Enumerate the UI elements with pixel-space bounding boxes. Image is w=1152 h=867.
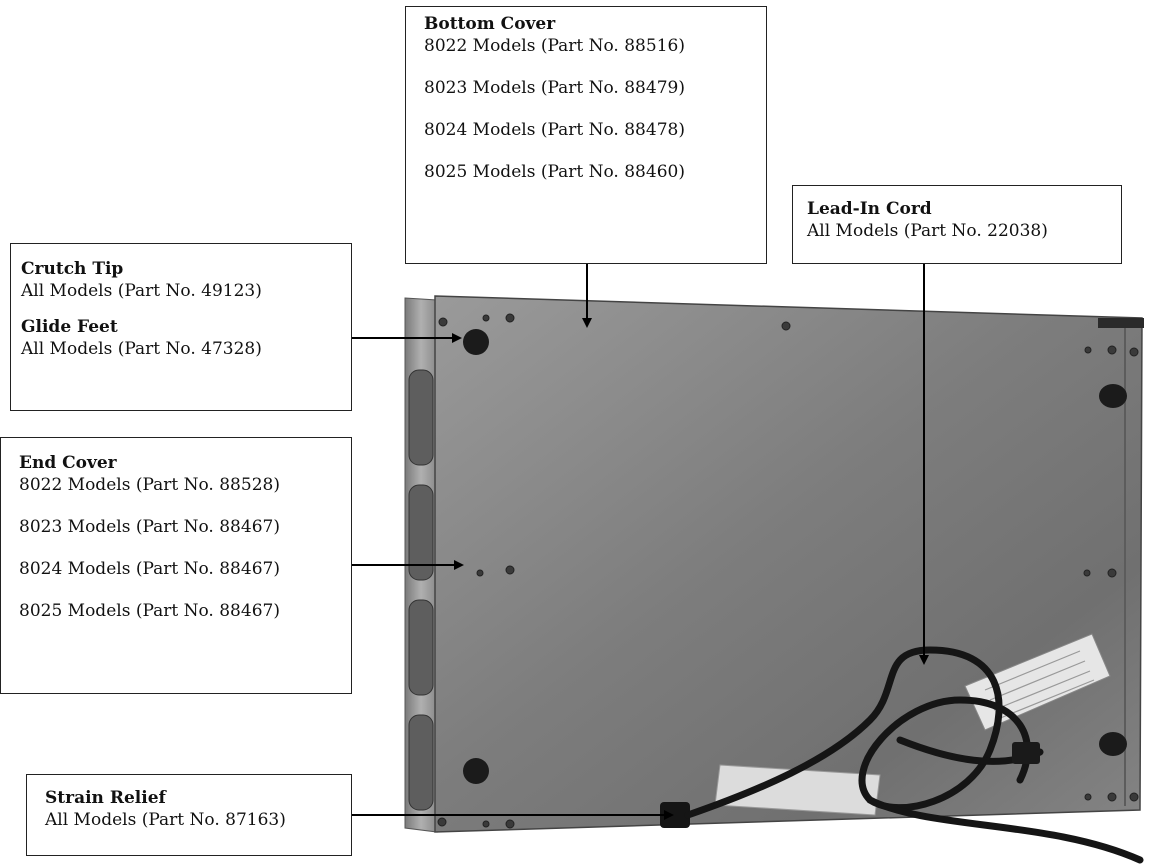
crutch-tip-line: All Models (Part No. 49123) (21, 281, 262, 301)
end-cover-line-8023: 8023 Models (Part No. 88467) (19, 517, 280, 537)
lead-in-cord-line: All Models (Part No. 22038) (807, 221, 1048, 241)
bottom-cover-line-8024: 8024 Models (Part No. 88478) (424, 120, 685, 140)
leader-arrows (352, 264, 929, 820)
end-cover-line-8024: 8024 Models (Part No. 88467) (19, 559, 280, 579)
bottom-cover-callout: Bottom Cover 8022 Models (Part No. 88516… (405, 6, 767, 264)
crutch-tip-glide-feet-callout: Crutch Tip All Models (Part No. 49123) G… (10, 243, 352, 411)
end-cover-line-8022: 8022 Models (Part No. 88528) (19, 475, 280, 495)
end-cover-line-8025: 8025 Models (Part No. 88467) (19, 601, 280, 621)
glide-feet (463, 329, 1127, 784)
end-cover-callout: End Cover 8022 Models (Part No. 88528) 8… (0, 437, 352, 694)
strain-relief-title: Strain Relief (45, 788, 166, 808)
strain-relief-body (660, 802, 690, 828)
crutch-tip-title: Crutch Tip (21, 259, 124, 279)
glide-feet-line: All Models (Part No. 47328) (21, 339, 262, 359)
bottom-cover-line-8025: 8025 Models (Part No. 88460) (424, 162, 685, 182)
lead-in-cord-callout: Lead-In Cord All Models (Part No. 22038) (792, 185, 1122, 264)
warning-tag (714, 764, 881, 816)
bottom-cover-title: Bottom Cover (424, 14, 556, 34)
strain-relief-callout: Strain Relief All Models (Part No. 87163… (26, 774, 352, 856)
bottom-cover-line-8023: 8023 Models (Part No. 88479) (424, 78, 685, 98)
glide-feet-title: Glide Feet (21, 317, 118, 337)
bottom-cover-line-8022: 8022 Models (Part No. 88516) (424, 36, 685, 56)
end-cover-title: End Cover (19, 453, 117, 473)
screw-group (437, 313, 1139, 829)
lead-in-cord-title: Lead-In Cord (807, 199, 932, 219)
strain-relief-line: All Models (Part No. 87163) (45, 810, 286, 830)
cord-plug (1012, 742, 1040, 764)
